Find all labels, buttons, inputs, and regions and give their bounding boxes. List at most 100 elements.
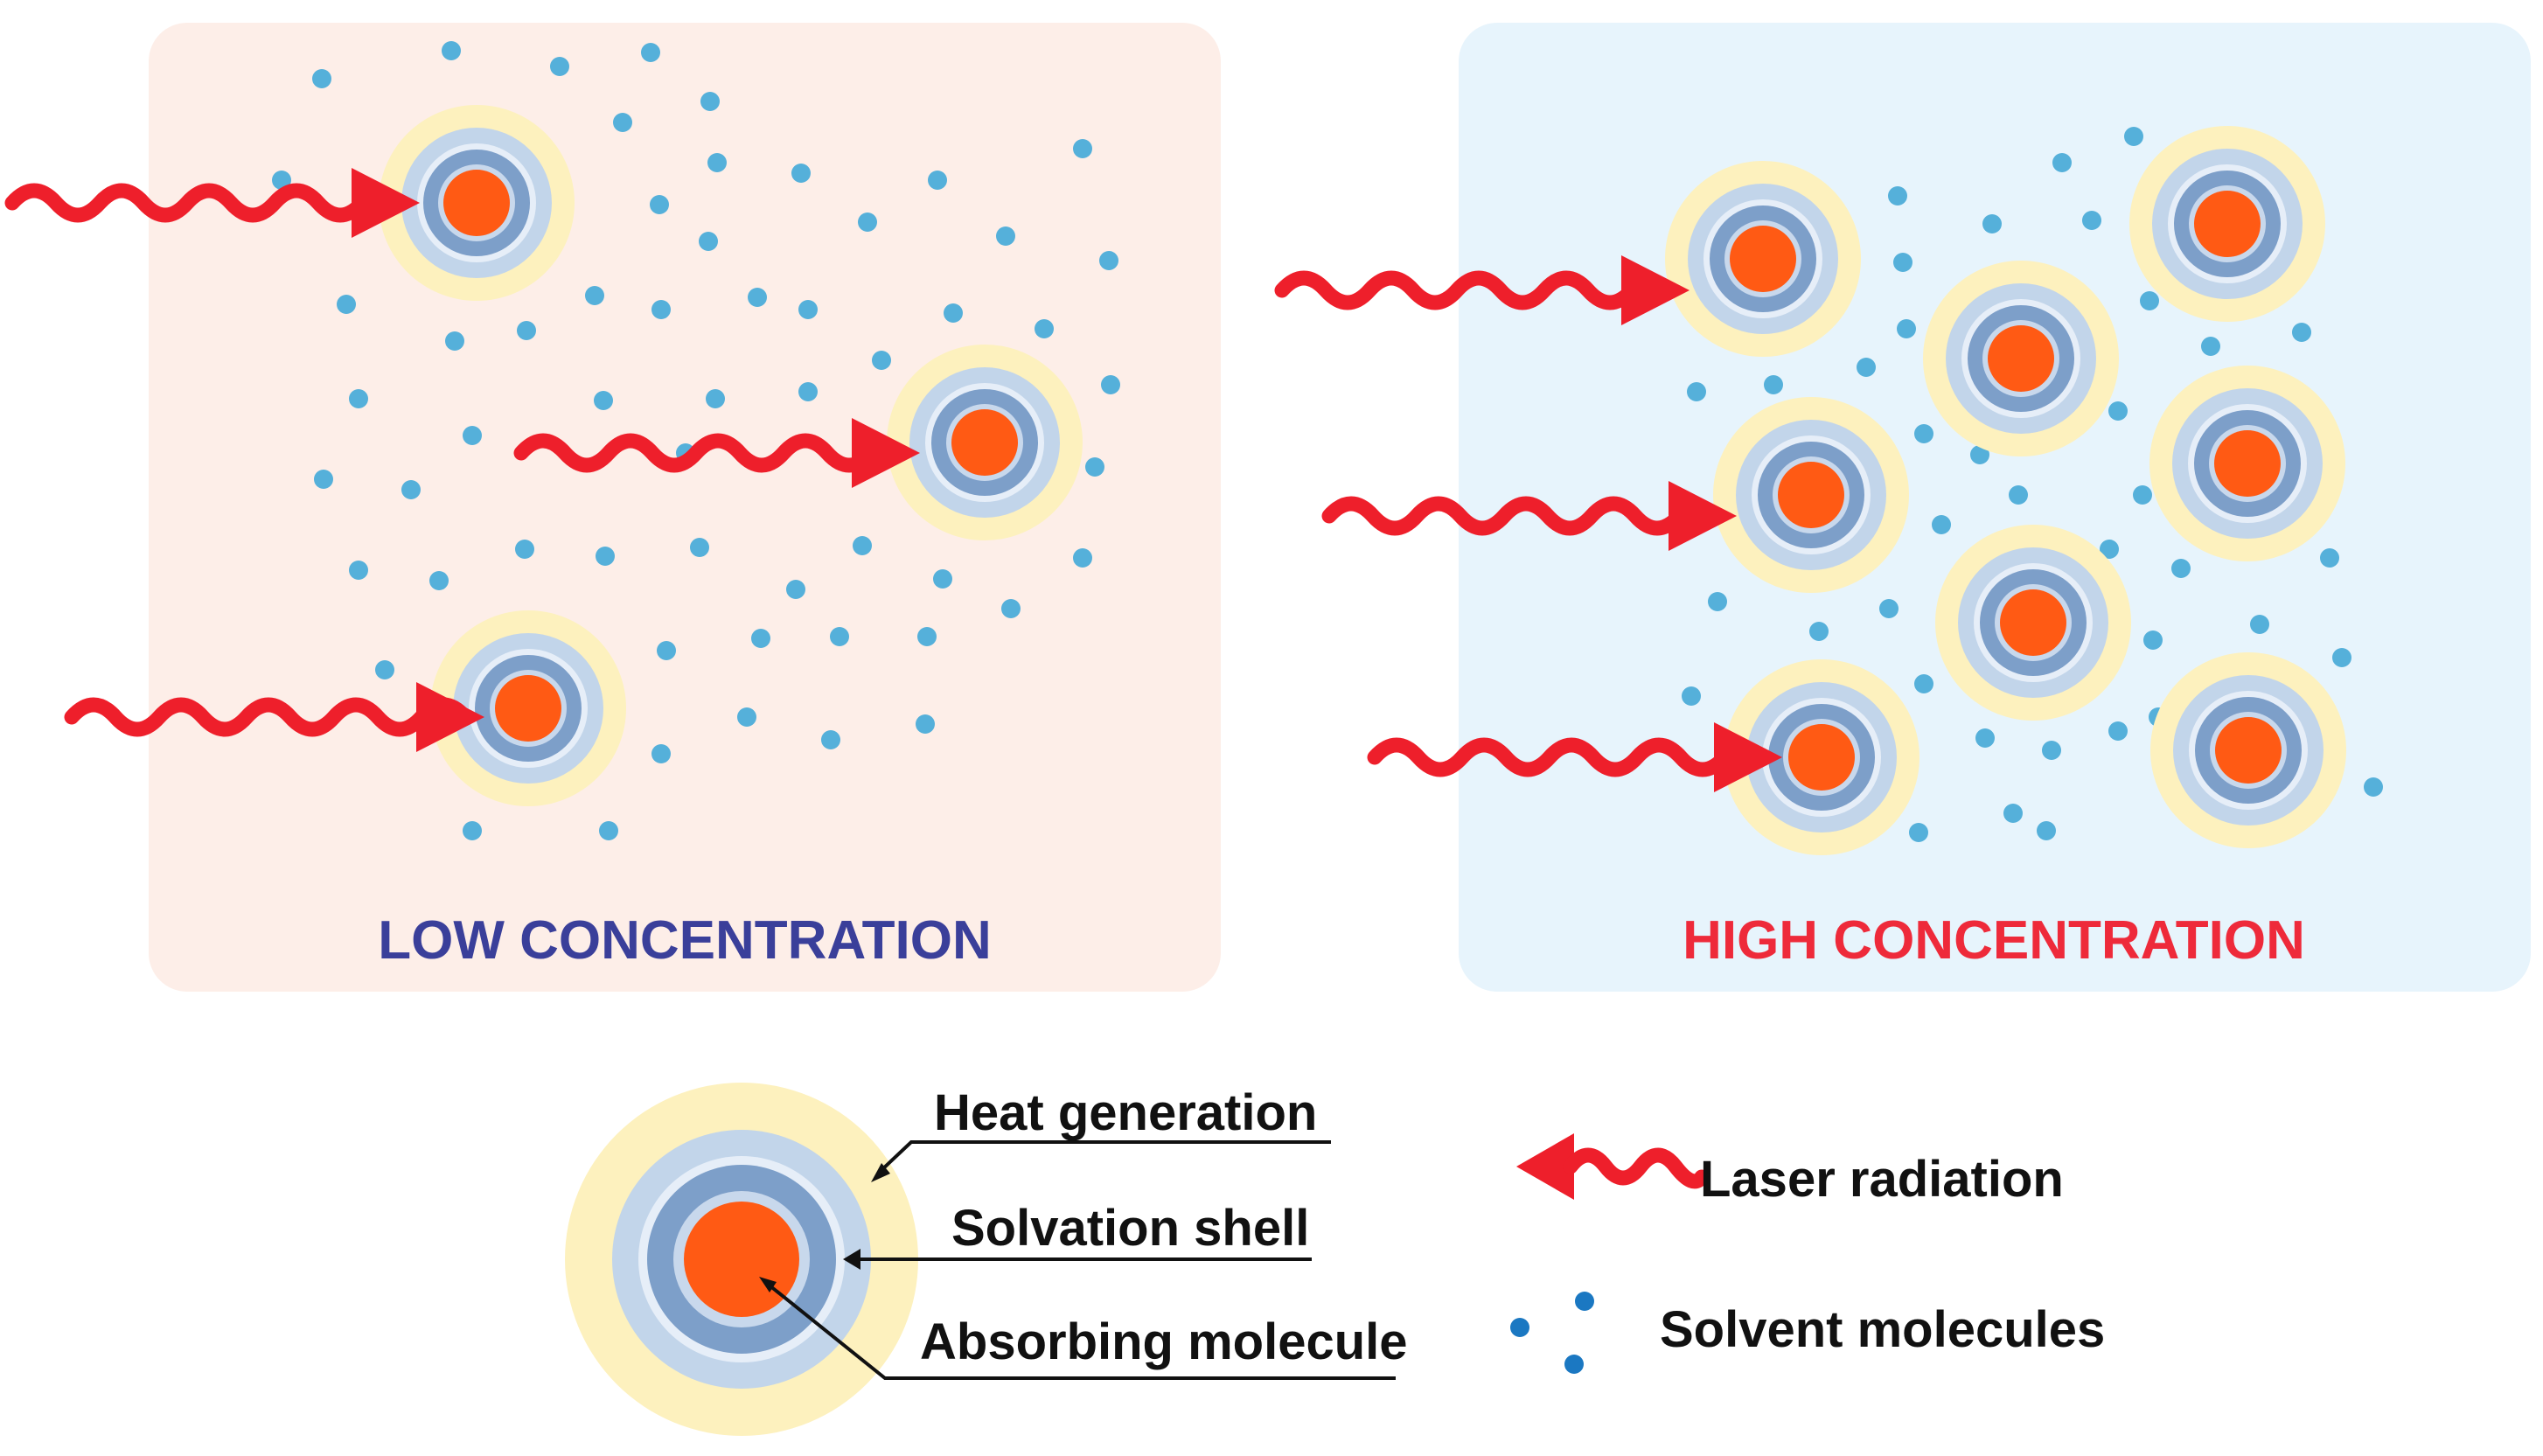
solvent-dot — [917, 627, 937, 646]
solvent-dot — [550, 57, 569, 76]
solvent-dot — [657, 641, 676, 660]
solvent-dot — [1101, 375, 1120, 394]
absorbing-molecule — [887, 345, 1083, 540]
solvent-dot — [858, 212, 877, 232]
solvent-dot — [1708, 592, 1727, 611]
solvent-dot — [2100, 540, 2119, 559]
laser-beam — [1321, 481, 1737, 551]
low-concentration-panel — [149, 23, 1221, 992]
solvent-dot — [1970, 445, 1989, 464]
solvent-dot — [1888, 186, 1907, 206]
legend-leaders — [759, 1140, 1396, 1380]
solvent-dot — [798, 300, 818, 319]
solvent-dot — [2143, 630, 2163, 650]
absorbing-molecule — [1923, 261, 2119, 456]
low-solvent-molecules — [272, 41, 1120, 840]
solvent-dot — [1001, 599, 1021, 618]
solvent-dot — [2003, 804, 2023, 823]
solvent-dot — [1809, 622, 1829, 641]
absorbing-molecule-label: Absorbing molecule — [920, 1313, 1408, 1370]
legend-molecule-diagram — [565, 1083, 918, 1436]
solvent-dot — [2108, 721, 2128, 741]
laser-beam — [513, 418, 920, 488]
solvent-dot — [599, 821, 618, 840]
solvent-dot — [2292, 323, 2311, 342]
solvent-dot — [2082, 211, 2101, 230]
high-concentration-title: HIGH CONCENTRATION — [1683, 910, 2305, 971]
laser-beam — [64, 682, 484, 752]
solvent-dot — [650, 195, 669, 214]
laser-beam — [4, 168, 420, 238]
solvent-dot — [641, 43, 660, 62]
solvent-dot — [272, 171, 291, 190]
solvent-dot — [1909, 823, 1928, 842]
solvent-dot — [1099, 251, 1118, 270]
solvent-molecules-label: Solvent molecules — [1660, 1301, 2105, 1358]
solvent-dot — [596, 547, 615, 566]
solvent-dot — [944, 303, 963, 323]
solvent-dot — [916, 714, 935, 734]
laser-radiation-label: Laser radiation — [1700, 1151, 2064, 1208]
absorbing-molecule — [1665, 161, 1861, 357]
solvent-dot — [2108, 401, 2128, 421]
absorbing-molecule — [1713, 397, 1909, 593]
solvent-dot — [651, 300, 671, 319]
solvent-dot — [2201, 337, 2220, 356]
solvent-dot — [933, 569, 952, 589]
solvent-dot — [375, 660, 394, 679]
high-solvent-molecules — [1682, 127, 2383, 842]
solvent-dot — [1073, 548, 1092, 568]
high-laser-beams — [1274, 255, 1782, 792]
solvent-dot — [651, 744, 671, 763]
low-laser-beams — [4, 168, 920, 752]
solvent-dot — [2009, 485, 2028, 505]
solvent-dot — [1975, 728, 1995, 748]
solvent-dot — [445, 331, 464, 351]
solvent-dot — [2250, 615, 2269, 634]
absorbing-molecule — [1935, 525, 2131, 721]
laser-radiation-icon — [1516, 1133, 1710, 1200]
solvent-dot — [751, 629, 770, 648]
absorbing-molecule — [2149, 366, 2345, 561]
solvent-dot — [314, 470, 333, 489]
solvent-dot — [515, 540, 534, 559]
solvent-dot — [517, 321, 536, 340]
solvent-dot — [1764, 375, 1783, 394]
solvent-dot — [830, 627, 849, 646]
solvent-dot — [2332, 648, 2351, 667]
solvent-dot — [786, 580, 805, 599]
solvent-dot — [463, 821, 482, 840]
solvent-dot — [2042, 741, 2061, 760]
solvent-dot — [1914, 424, 1933, 443]
solvent-dot — [707, 153, 727, 172]
solvent-dot — [821, 730, 840, 749]
solvent-dot — [1879, 599, 1899, 618]
solvent-dot — [429, 571, 449, 590]
solvent-dot — [2364, 777, 2383, 797]
solvent-dot — [700, 92, 720, 111]
solvent-molecules-icon — [1510, 1292, 1594, 1374]
solvent-dot — [699, 232, 718, 251]
solvent-dot — [337, 295, 356, 314]
solvent-dot — [442, 41, 461, 60]
absorbing-core — [684, 1202, 799, 1317]
solvent-dot — [2133, 485, 2152, 505]
solvent-dot — [1687, 382, 1706, 401]
solvent-dot — [1982, 214, 2002, 233]
absorbing-molecule — [2129, 126, 2325, 322]
solvent-dot — [463, 426, 482, 445]
solvent-dot — [748, 288, 767, 307]
solvent-dot — [1682, 686, 1701, 706]
solvent-dot — [2320, 548, 2339, 568]
solvent-dot — [1073, 139, 1092, 158]
solvent-dot — [349, 561, 368, 580]
solvent-dot — [2171, 559, 2191, 578]
solvent-dot — [1893, 253, 1912, 272]
solvent-dot — [594, 391, 613, 410]
solvent-dot — [2124, 127, 2143, 146]
solvent-dot — [706, 389, 725, 408]
solvation-shell-label: Solvation shell — [951, 1200, 1309, 1257]
solvent-dot — [312, 69, 331, 88]
solvent-dot — [349, 389, 368, 408]
solvent-dot — [1035, 319, 1054, 338]
